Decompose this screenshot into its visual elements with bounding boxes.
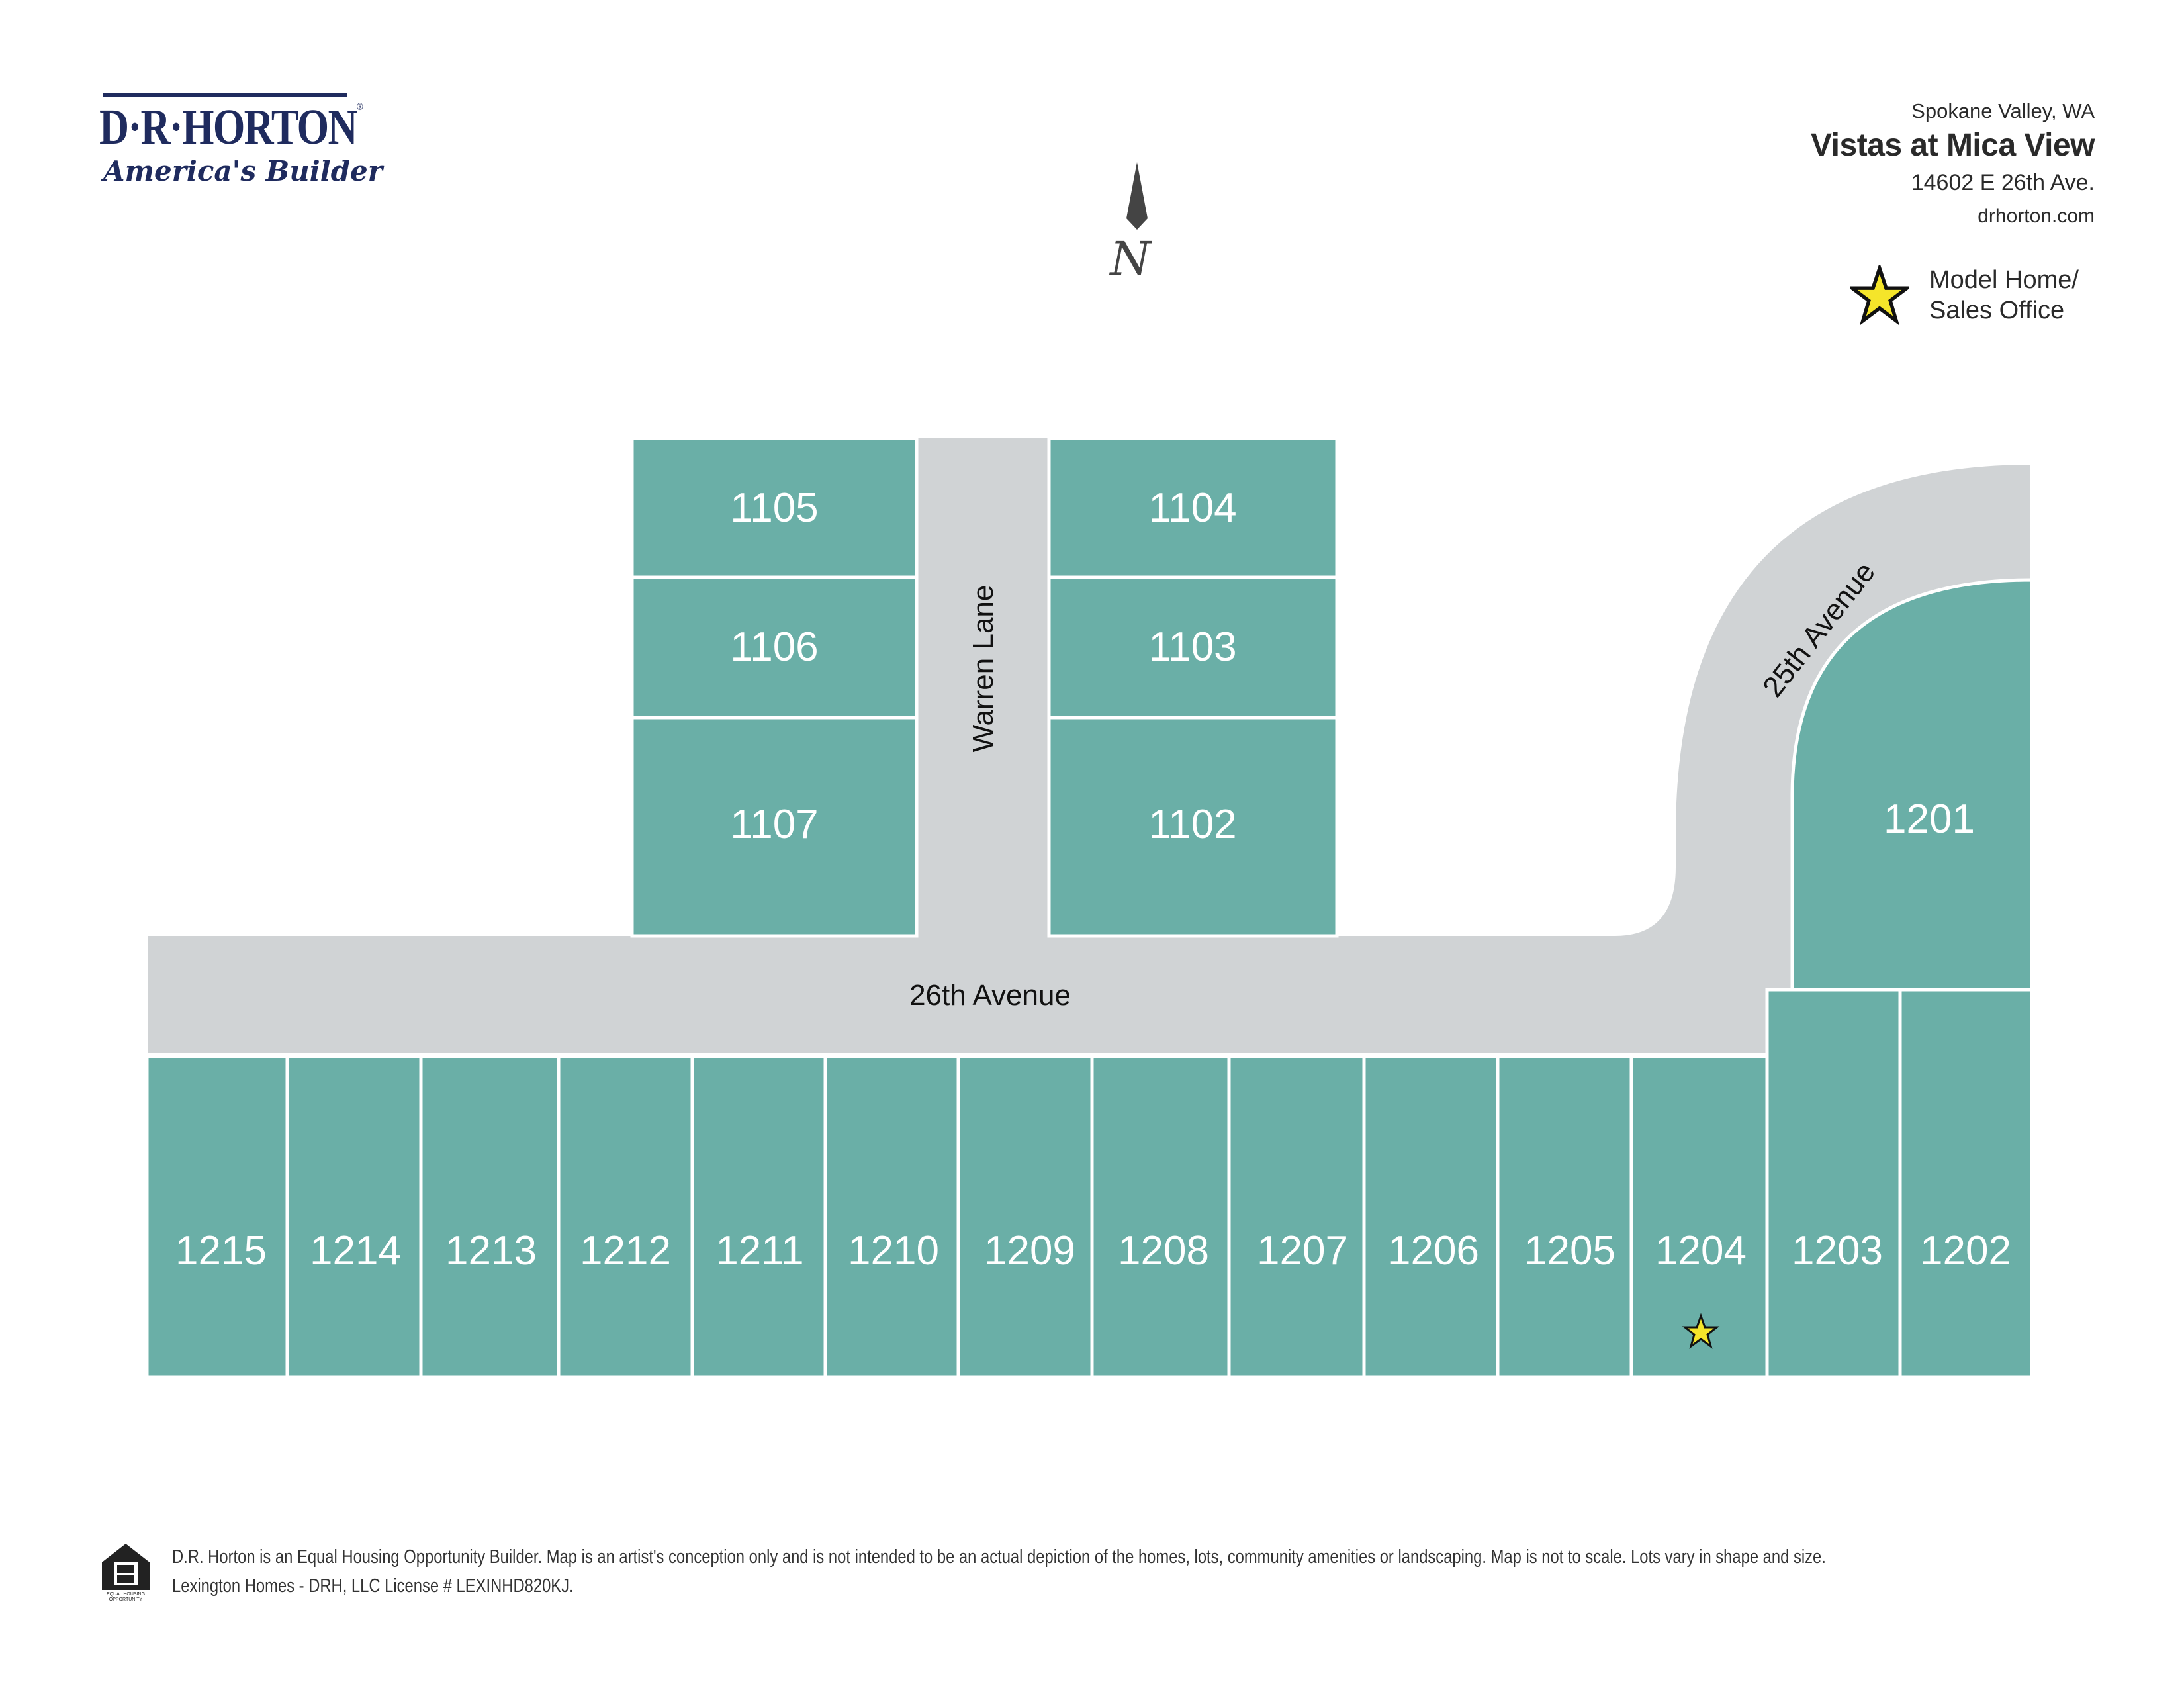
lot-label: 1104 [1148,485,1236,531]
equal-housing-icon: EQUAL HOUSING OPPORTUNITY [102,1544,150,1602]
lot-label: 1201 [1884,796,1975,842]
lot-label: 1211 [715,1228,803,1274]
website-link[interactable]: drhorton.com [1978,205,2095,227]
lot-1213[interactable] [419,1055,561,1379]
lot-label: 1207 [1257,1228,1348,1274]
lot-1212[interactable] [557,1055,694,1379]
compass: N [1092,156,1171,291]
road-label-26th-avenue: 26th Avenue [909,979,1071,1011]
lot-1205[interactable] [1496,1055,1633,1379]
upper-right-lots [1047,436,1339,938]
lot-1106[interactable] [630,575,919,720]
star-icon [1850,265,1909,325]
logo-tagline: America's Builder [103,155,383,187]
lot-label: 1214 [310,1228,401,1274]
lot-1201[interactable] [1790,578,2034,992]
upper-left-lots [630,436,919,938]
lot-label: 1105 [730,485,818,531]
lot-1208[interactable] [1090,1055,1231,1379]
lot-label: 1215 [175,1228,267,1274]
lot-label: 1203 [1792,1228,1883,1274]
bottom-lots [145,988,2034,1379]
legend-label: Model Home/ Sales Office [1929,266,2079,324]
footer-disclaimer: EQUAL HOUSING OPPORTUNITY D.R. Horton is… [99,1542,2184,1602]
disclaimer-line-2: Lexington Homes - DRH, LLC License # LEX… [172,1575,574,1597]
lot-1215[interactable] [145,1055,289,1379]
lot-1103[interactable] [1047,575,1339,720]
model-home-star-icon [1682,1313,1720,1349]
lot-label: 1212 [580,1228,671,1274]
lot-1107[interactable] [630,716,919,938]
lot-1203[interactable] [1765,988,1902,1379]
drhorton-logo: D·R·HORTON® America's Builder [99,93,383,187]
lot-label: 1107 [730,802,818,847]
community-city: Spokane Valley, WA [1911,99,2095,122]
lot-label: 1209 [984,1228,1075,1274]
road-warren-lane[interactable] [917,438,1049,936]
road-label-warren-lane: Warren Lane [967,585,999,753]
lot-1207[interactable] [1227,1055,1366,1379]
lot-1210[interactable] [823,1055,960,1379]
disclaimer-line-1: D.R. Horton is an Equal Housing Opportun… [172,1546,1826,1568]
logo-rule [103,93,347,97]
lot-1209[interactable] [956,1055,1094,1379]
lot-label: 1106 [730,624,818,670]
lot-1206[interactable] [1362,1055,1500,1379]
community-name: Vistas at Mica View [1811,128,2095,163]
lot-label: 1102 [1148,802,1236,847]
lot-1211[interactable] [690,1055,827,1379]
lot-label: 1210 [848,1228,939,1274]
logo-wordmark: D·R·HORTON® [99,99,363,155]
lot-label: 1208 [1118,1228,1209,1274]
lot-label: 1204 [1655,1228,1747,1274]
lot-label: 1205 [1524,1228,1615,1274]
lot-1202[interactable] [1898,988,2034,1379]
lot-1214[interactable] [285,1055,423,1379]
community-address: 14602 E 26th Ave. [1911,170,2095,195]
lot-1105[interactable] [630,436,919,579]
community-info: Spokane Valley, WA Vistas at Mica View 1… [1811,99,2095,228]
svg-text:EQUAL HOUSING: EQUAL HOUSING [107,1592,145,1597]
compass-label: N [1109,232,1152,286]
lot-1102[interactable] [1047,716,1339,938]
legend-model-home: Model Home/ Sales Office [1850,265,2079,326]
lot-label: 1202 [1920,1228,2011,1274]
svg-text:OPPORTUNITY: OPPORTUNITY [109,1597,143,1602]
north-arrow-icon: N [1109,162,1152,286]
lot-label: 1103 [1148,624,1236,670]
lot-label: 1206 [1388,1228,1479,1274]
lot-label: 1213 [445,1228,537,1274]
